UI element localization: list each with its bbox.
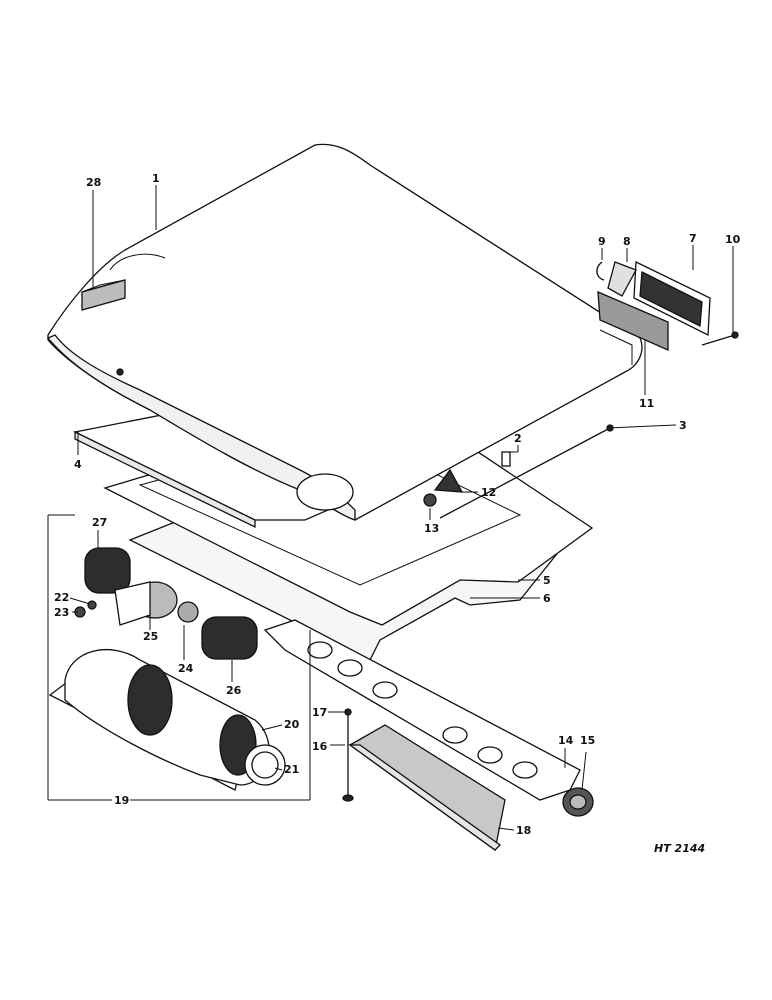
group-bracket-19 <box>47 514 311 801</box>
callout-12: 12 <box>481 486 496 499</box>
callout-18: 18 <box>516 824 531 837</box>
callout-14: 14 <box>558 734 574 747</box>
bearing-24 <box>177 601 199 623</box>
callout-2: 2 <box>514 432 522 445</box>
callout-25: 25 <box>143 630 158 643</box>
callout-20: 20 <box>284 718 300 731</box>
callout-5: 5 <box>543 574 551 587</box>
callout-1: 1 <box>152 172 160 185</box>
roof-shell-1 <box>46 143 643 521</box>
callout-6: 6 <box>543 592 551 605</box>
knob-13 <box>423 493 437 507</box>
vent-15 <box>562 787 594 817</box>
callout-24: 24 <box>178 662 194 675</box>
callout-23: 23 <box>54 606 69 619</box>
callout-7: 7 <box>689 232 697 245</box>
support-post <box>342 708 354 802</box>
callout-3: 3 <box>679 419 687 432</box>
callout-4: 4 <box>74 458 82 471</box>
clip-9 <box>596 261 605 281</box>
callout-26: 26 <box>226 684 242 697</box>
callout-9: 9 <box>598 235 606 248</box>
latch-12 <box>433 468 464 493</box>
callout-8: 8 <box>623 235 631 248</box>
callout-22: 22 <box>54 591 69 604</box>
panel-11 <box>597 290 669 351</box>
clip-17 <box>344 708 352 716</box>
fan-wheel-26 <box>201 616 258 660</box>
rod-3 <box>439 427 611 519</box>
duct-tray-14 <box>263 619 581 801</box>
callout-15: 15 <box>580 734 595 747</box>
bolt-10 <box>701 334 736 346</box>
filter-28 <box>81 279 126 311</box>
switch-2 <box>501 451 511 467</box>
leader-lines <box>69 185 734 831</box>
callout-10: 10 <box>725 233 741 246</box>
fan-wheel-27 <box>84 547 131 594</box>
callout-11: 11 <box>639 397 654 410</box>
callout-16: 16 <box>312 740 328 753</box>
callout-13: 13 <box>424 522 439 535</box>
side-grille-assembly <box>596 260 739 351</box>
bracket-8 <box>607 261 637 297</box>
cover-18 <box>347 724 506 852</box>
drawing-reference: HT 2144 <box>654 842 705 855</box>
callout-labels: 1 2 3 4 5 6 7 8 9 10 11 12 13 14 15 16 1… <box>54 172 741 837</box>
screw-22 <box>87 600 97 610</box>
callout-17: 17 <box>312 706 327 719</box>
callout-27: 27 <box>92 516 107 529</box>
blower-housing-19 <box>48 648 286 791</box>
callout-19: 19 <box>114 794 129 807</box>
blower-motor-assembly <box>74 547 258 660</box>
callout-28: 28 <box>86 176 101 189</box>
callout-21: 21 <box>284 763 299 776</box>
